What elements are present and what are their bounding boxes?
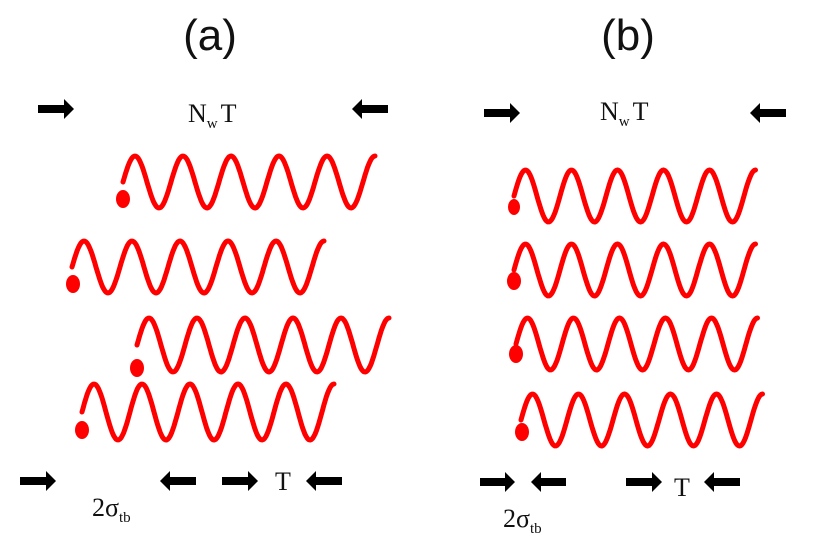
panel-a-width-label-tail: T bbox=[221, 99, 237, 128]
panel-a-wave-4-start-dot bbox=[75, 421, 89, 439]
panel-a-period-arrow-left bbox=[222, 471, 258, 491]
panel-a-width-label-sub: w bbox=[207, 116, 218, 132]
panel-b-spread-label: 2σtb bbox=[503, 504, 542, 537]
panel-b-wave-4-start-dot bbox=[515, 423, 529, 441]
panel-b-wave-1-path bbox=[511, 167, 758, 225]
panel-b-label: (b) bbox=[601, 11, 655, 60]
panel-b-period-label: T bbox=[674, 473, 690, 502]
panel-a-width-label-main: N bbox=[188, 99, 207, 128]
panel-b-wave-4-path bbox=[518, 391, 765, 449]
panel-b-wave-3 bbox=[509, 315, 760, 373]
panel-a-wave-1-path bbox=[120, 153, 378, 211]
panel-a-width-arrow-right bbox=[352, 99, 388, 119]
panel-b-period-arrow-left bbox=[626, 472, 662, 492]
panel-a-spread-arrow-left bbox=[20, 471, 56, 491]
panel-a-wave-4 bbox=[75, 381, 337, 443]
panel-b-width-arrow-left bbox=[484, 103, 520, 123]
panel-a-spread-label-main: 2σ bbox=[92, 493, 119, 522]
panel-a-period-label: T bbox=[275, 467, 291, 496]
panel-b-wave-4 bbox=[515, 391, 765, 449]
panel-a-wave-3-path bbox=[134, 315, 392, 375]
panel-b-spread-arrow-left bbox=[480, 472, 515, 492]
panel-b-spread-arrow-right bbox=[531, 472, 566, 492]
panel-a-period-arrow-right bbox=[306, 471, 342, 491]
panel-b-period-arrow-right bbox=[704, 472, 740, 492]
panel-a-wave-1 bbox=[116, 153, 378, 211]
panel-b-spread-label-sub: tb bbox=[530, 521, 542, 537]
panel-a-spread-label: 2σtb bbox=[92, 493, 131, 526]
panel-b-wave-3-path bbox=[513, 315, 760, 373]
panel-b-wave-1 bbox=[508, 167, 758, 225]
panel-b-wave-2-path bbox=[511, 241, 758, 299]
panel-a-width-arrow-left bbox=[38, 99, 74, 119]
panel-b-wave-3-start-dot bbox=[509, 345, 523, 363]
panel-b-width-arrow-right bbox=[750, 103, 786, 123]
panel-a-wave-2 bbox=[66, 238, 327, 296]
panel-a-wave-2-start-dot bbox=[66, 275, 80, 293]
panel-a-wave-1-start-dot bbox=[116, 190, 130, 208]
panel-a-label: (a) bbox=[183, 11, 237, 60]
panel-b-wave-2 bbox=[507, 241, 758, 299]
panel-a-wave-4-path bbox=[79, 381, 337, 443]
panel-b-spread-label-main: 2σ bbox=[503, 504, 530, 533]
panel-a-wave-2-path bbox=[69, 238, 327, 296]
panel-a-wave-3 bbox=[130, 315, 392, 377]
panel-a-spread-label-sub: tb bbox=[119, 510, 131, 526]
panel-b-width-label-tail: T bbox=[633, 97, 649, 126]
panel-b-width-label-sub: w bbox=[619, 114, 630, 130]
panel-a-wave-3-start-dot bbox=[130, 359, 144, 377]
panel-b-wave-1-start-dot bbox=[508, 199, 520, 215]
panel-b-wave-2-start-dot bbox=[507, 272, 521, 290]
panel-a-spread-arrow-right bbox=[160, 471, 196, 491]
panel-b-width-label-main: N bbox=[600, 97, 619, 126]
